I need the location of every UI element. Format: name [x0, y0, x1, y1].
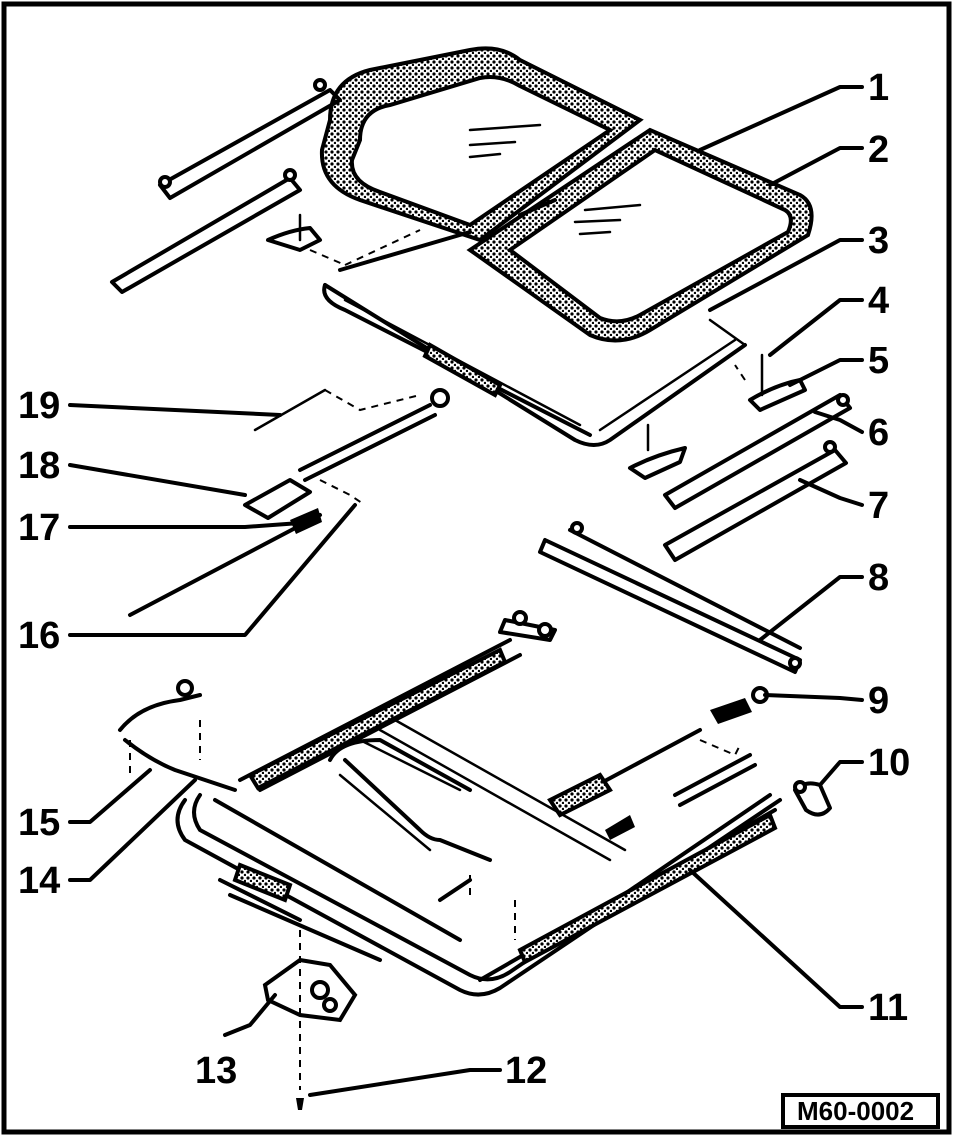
callout-12: 12: [505, 1050, 547, 1092]
callout-15: 15: [18, 802, 60, 844]
figure-code-box: M60-0002: [781, 1093, 940, 1129]
callout-13: 13: [195, 1050, 237, 1092]
callout-17: 17: [18, 507, 60, 549]
callout-11: 11: [868, 987, 908, 1029]
callout-8: 8: [868, 557, 889, 599]
callout-5: 5: [868, 340, 889, 382]
callout-19: 19: [18, 385, 60, 427]
callout-10: 10: [868, 742, 910, 784]
right-small-parts: [547, 686, 832, 840]
drain-hose-parts: [118, 679, 237, 792]
callout-labels: 1 2 3 4 5 6 7 8 9 10 11 12 13 14 15 16 1…: [18, 67, 910, 1092]
callout-7: 7: [868, 485, 889, 527]
base-frame-assembly: [175, 610, 782, 997]
glass-panel-front: [466, 127, 814, 343]
drive-motor: [262, 930, 358, 1110]
callout-18: 18: [18, 445, 60, 487]
right-rails: [628, 353, 852, 562]
callout-2: 2: [868, 129, 889, 171]
figure-code: M60-0002: [797, 1096, 914, 1126]
callout-16: 16: [18, 615, 60, 657]
callout-4: 4: [868, 280, 889, 322]
callout-3: 3: [868, 220, 889, 262]
callout-1: 1: [868, 67, 889, 109]
callout-6: 6: [868, 412, 889, 454]
callout-14: 14: [18, 860, 60, 902]
upper-left-rails: [110, 78, 421, 294]
glass-panel-upper: [319, 46, 644, 243]
leader-lines: [68, 85, 864, 1097]
left-drive-mechanism: [243, 388, 450, 534]
callout-9: 9: [868, 680, 889, 722]
sunroof-frame: [322, 230, 747, 447]
front-cross-member: [538, 521, 802, 674]
